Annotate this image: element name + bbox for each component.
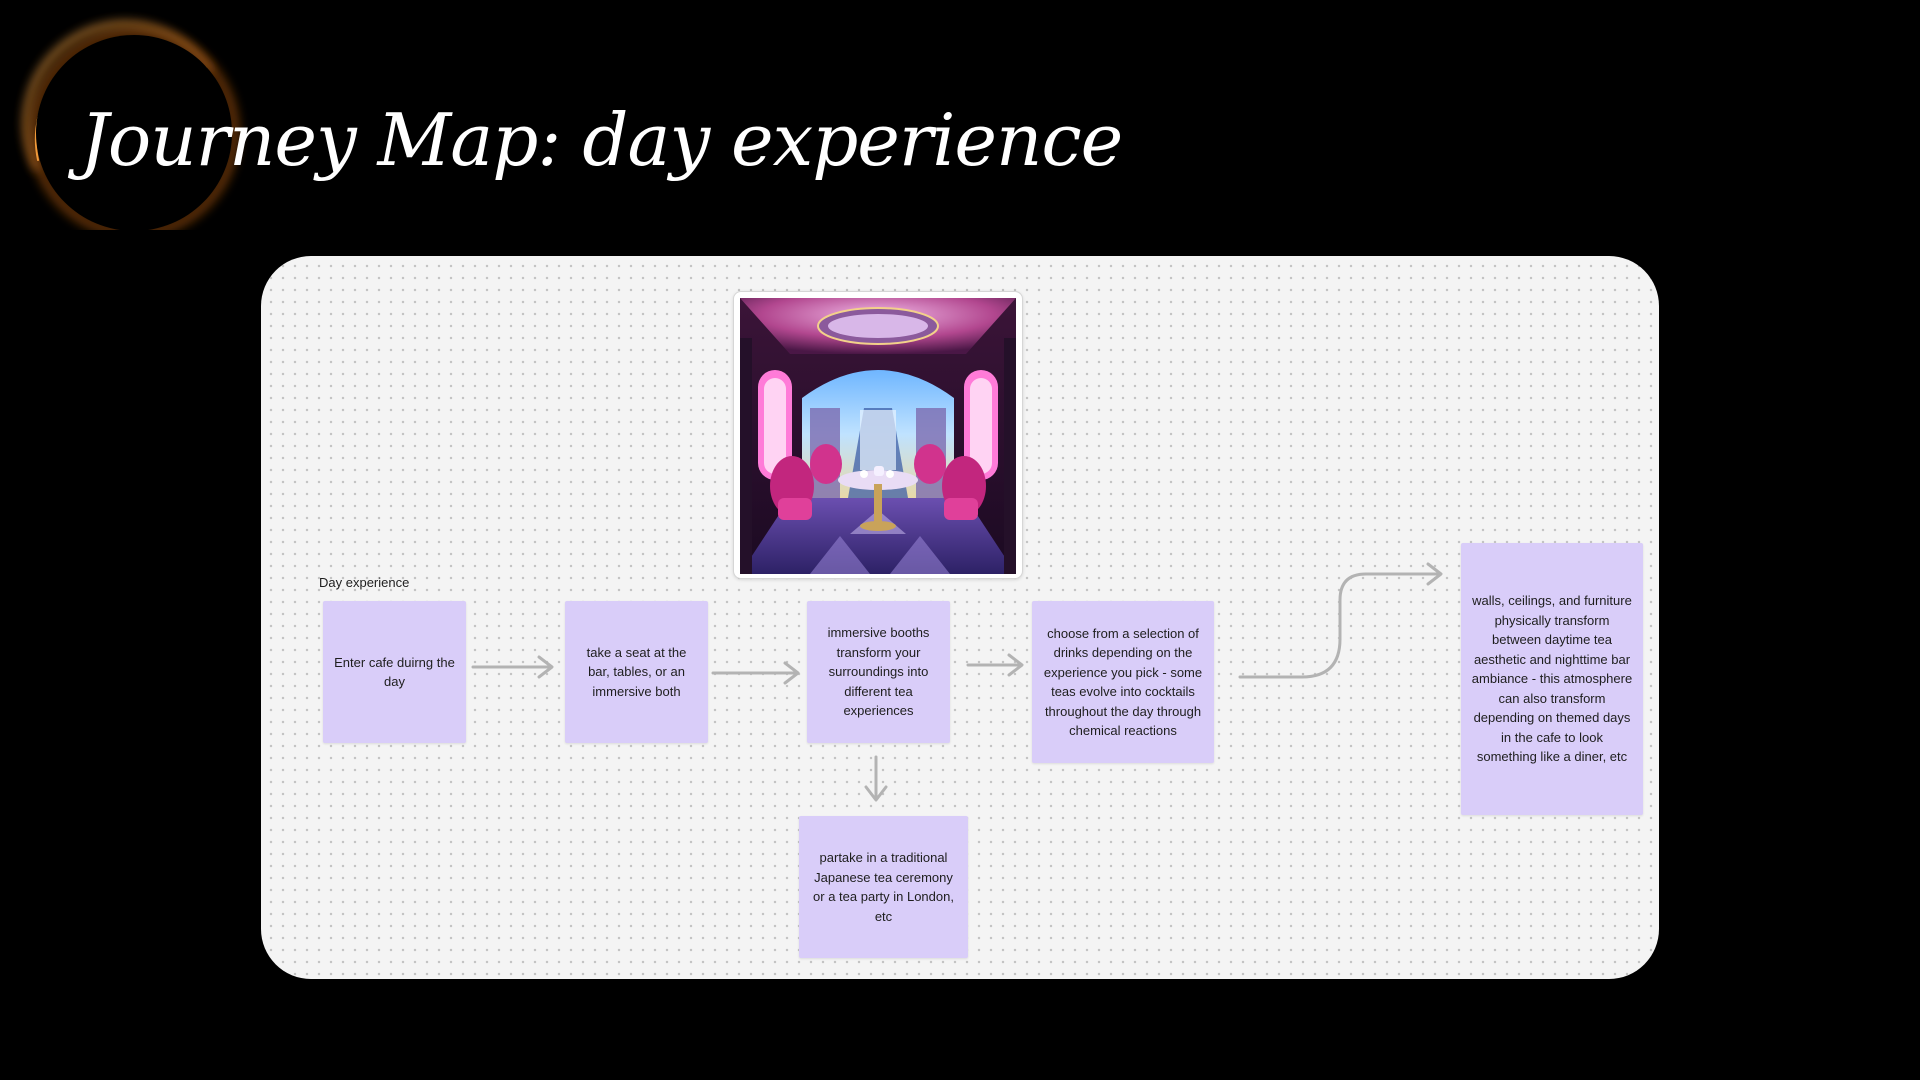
sticky-note-enter-cafe[interactable]: Enter cafe duirng the day xyxy=(323,601,466,743)
arrow-seat-to-booths xyxy=(711,661,800,685)
sticky-note-choose-drinks[interactable]: choose from a selection of drinks depend… xyxy=(1032,601,1214,763)
sticky-note-take-seat[interactable]: take a seat at the bar, tables, or an im… xyxy=(565,601,708,743)
arrow-drinks-to-transform xyxy=(1238,562,1443,679)
slide-title: Journey Map: day experience xyxy=(80,98,1123,182)
arrow-booths-to-ceremony xyxy=(864,755,888,802)
connector-layer xyxy=(471,562,1443,802)
eclipse-orb-decoration xyxy=(23,21,240,230)
arrow-enter-to-seat xyxy=(471,655,554,679)
sticky-note-tea-ceremony[interactable]: partake in a traditional Japanese tea ce… xyxy=(799,816,968,958)
sticky-note-immersive-booths[interactable]: immersive booths transform your surround… xyxy=(807,601,950,743)
tea-room-photo xyxy=(740,298,1016,574)
reference-image-card[interactable] xyxy=(733,291,1023,579)
whiteboard-canvas[interactable]: Day experience xyxy=(261,256,1659,979)
section-label: Day experience xyxy=(319,575,410,590)
sticky-note-space-transforms[interactable]: walls, ceilings, and furniture physicall… xyxy=(1461,543,1643,815)
arrow-booths-to-drinks xyxy=(966,653,1024,677)
